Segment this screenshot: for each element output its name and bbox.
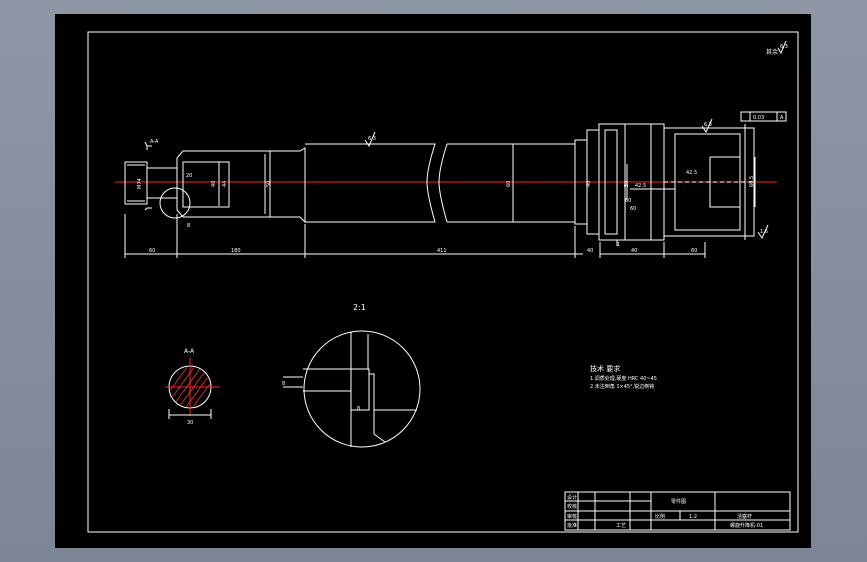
- length-label: 411: [437, 248, 447, 254]
- title-row: 设计: [567, 494, 577, 501]
- tech-req-line: 1.调质处理,硬度 HRC 40~45: [590, 375, 657, 382]
- dim-label: M74: [137, 178, 143, 189]
- tolerance-value: 0.03: [753, 115, 764, 121]
- length-label: 40: [587, 248, 593, 254]
- part-name: 活塞杆: [737, 513, 752, 520]
- length-label: 60: [149, 248, 155, 254]
- dim-label: 60.5: [749, 176, 755, 187]
- shaft-thread-end: [124, 161, 148, 205]
- length-label: 40: [631, 248, 637, 254]
- cad-drawing: 其余 6.3 6.3 1.6 6.3 A-A A-A 2:1 M74 20 8 …: [87, 31, 799, 533]
- title-row: 工艺: [616, 523, 626, 529]
- cross-hole: [159, 187, 191, 219]
- tolerance-datum: A: [780, 115, 784, 121]
- length-label: 180: [231, 248, 241, 254]
- roughness-value: 6.3: [704, 122, 712, 128]
- scale-value: 1:2: [689, 514, 697, 520]
- dim-label: 8: [187, 223, 190, 229]
- tech-req-line: 2.未注倒角 1×45°,锐边倒钝: [590, 383, 654, 390]
- dim-label: 40: [211, 181, 217, 187]
- dim-label: 50: [266, 181, 272, 187]
- dim-label: 60: [506, 181, 512, 187]
- title-row: 审核: [567, 513, 577, 520]
- roughness-value: 6.3: [368, 136, 376, 142]
- detail-scale: 2:1: [353, 303, 366, 312]
- scale-label: 比例: [655, 513, 665, 520]
- shaft-body-left: [305, 143, 436, 223]
- title-block: [564, 491, 791, 531]
- drawing-number: 螺旋升降机-01: [730, 522, 763, 529]
- dim-label: 40: [586, 181, 592, 187]
- title-row: 批准: [567, 522, 577, 529]
- roughness-value: 6.3: [780, 44, 788, 50]
- dim-label: 1: [617, 242, 620, 248]
- dim-label: 44: [222, 181, 228, 187]
- dim-label: 60: [625, 198, 631, 204]
- dim-label: 20: [186, 173, 192, 179]
- drawing-sheet: 其余 6.3 6.3 1.6 6.3 A-A A-A 2:1 M74 20 8 …: [55, 14, 811, 548]
- title-row: 校核: [567, 503, 577, 510]
- shaft-neck: [146, 167, 178, 199]
- general-roughness-note: 其余: [766, 48, 778, 56]
- section-title: A-A: [184, 348, 195, 355]
- detail-dim: 8: [357, 406, 360, 412]
- part-number: 零件图: [671, 498, 686, 505]
- dim-label: 60: [630, 206, 636, 212]
- roughness-value: 1.6: [760, 229, 768, 235]
- section-width: 30: [187, 420, 193, 426]
- tolerance-frame: [740, 111, 787, 122]
- dim-label: 42.5: [635, 183, 646, 189]
- length-label: 60: [691, 248, 697, 254]
- detail-dim: 8: [282, 381, 285, 387]
- tech-req-title: 技术 要求: [590, 364, 620, 373]
- dim-label: 42.5: [686, 170, 697, 176]
- dim-label: 50: [624, 181, 630, 187]
- roughness-symbol: [364, 131, 376, 148]
- section-mark-a: A-A: [150, 139, 159, 145]
- drawing-frame: [87, 31, 799, 533]
- detail-view: [303, 330, 421, 448]
